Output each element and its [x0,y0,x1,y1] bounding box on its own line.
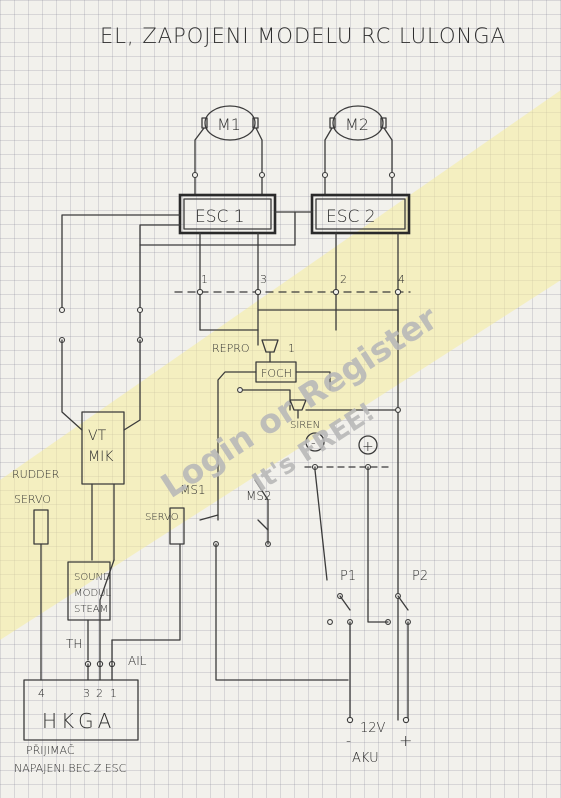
terminal-3: 3 [260,273,267,286]
hkga-pin-4: 4 [38,687,45,700]
ms1-label: MS1 [180,483,206,497]
hkga-receiver: 4 3 2 1 HKGA [23,679,139,741]
battery-minus: - [346,733,351,749]
battery-plus: + [399,731,412,750]
ms2-label: MS2 [246,489,272,503]
repro-pin: 1 [288,342,295,355]
minus-terminal: - [305,432,325,452]
p1-label: P1 [340,569,356,584]
plus-sign: + [362,439,374,455]
prijimac-label: PŘIJIMAČ [26,744,75,757]
terminal-1: 1 [201,273,208,286]
ail-label: AIL [128,654,147,668]
sound-label-3: STEAM [74,604,108,615]
vtmik-label-1: VT [88,428,107,444]
vtmik-module: VT MIK [81,411,125,485]
vtmik-label-2: MIK [88,449,114,465]
sound-label-2: MODUL [74,588,112,599]
motor-m1: M1 [201,105,259,141]
siren-icon [289,399,307,419]
hkga-pin-2: 2 [96,687,103,700]
p2-label: P2 [412,569,428,584]
esc-1: ESC 1 [178,193,277,235]
battery: 12V - + AKU [346,716,412,766]
battery-label: AKU [352,751,379,766]
ms1-switch [199,514,219,547]
motor-m1-label: M1 [217,115,241,134]
napajeni-label: NAPAJENI BEC Z ESC [14,762,127,775]
servo-label: SERVO [145,512,179,523]
battery-voltage: 12V [360,721,386,736]
speaker-icon [261,339,279,363]
motor-m2-label: M2 [345,115,369,134]
esc-2: ESC 2 [310,193,411,235]
p1-switch [327,593,353,625]
motor-m2: M2 [329,105,387,141]
steering-servo [169,507,185,545]
highlight-band [0,90,561,640]
siren-label: SIREN [290,420,320,431]
terminal-4: 4 [398,273,405,286]
rudder-servo-label: SERVO [14,493,51,506]
sound-module: SOUND MODUL STEAM [67,561,112,621]
rudder-label: RUDDER [12,468,60,481]
sound-label-1: SOUND [74,572,111,583]
repro-label: REPRO [212,342,250,355]
minus-sign: - [311,436,316,451]
p2-switch [385,593,411,625]
hkga-pin-3: 3 [83,687,90,700]
hkga-label: HKGA [42,709,115,733]
esc-1-label: ESC 1 [195,207,245,227]
terminal-2: 2 [340,273,347,286]
hkga-pin-1: 1 [110,687,117,700]
esc-2-label: ESC 2 [326,207,376,227]
th-label: TH [66,637,82,651]
foch-label: FOCH [261,367,292,380]
plus-terminal: + [358,435,378,455]
diagram-title: EL, ZAPOJENI MODELU RC LULONGA [100,24,506,48]
